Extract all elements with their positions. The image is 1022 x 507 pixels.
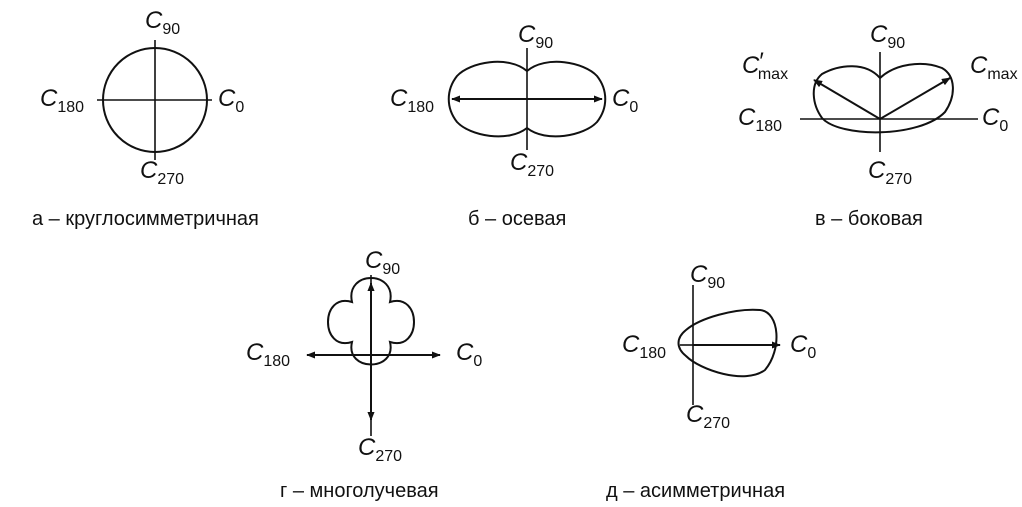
diagram-axial: C90 C0 C180 C270 б – осевая	[390, 21, 638, 230]
label-c90: C90	[870, 21, 905, 52]
label-c270: C270	[868, 157, 912, 188]
label-c90: C90	[690, 261, 725, 292]
caption-d: д – асимметричная	[606, 480, 785, 502]
label-c0: C0	[456, 339, 482, 370]
polar-curve-asymmetric	[677, 308, 778, 378]
arrow-cmax	[879, 77, 951, 120]
diagram-asymmetric: C90 C0 C180 C270 д – асимметричная	[606, 261, 816, 502]
label-c90: C90	[145, 7, 180, 38]
label-cmax-prime: C′max	[742, 48, 788, 83]
polar-curve-quatrefoil	[327, 277, 415, 366]
arrow-cmax-prime	[813, 79, 881, 120]
label-c0: C0	[218, 85, 244, 116]
label-c90: C90	[518, 21, 553, 52]
diagram-multibeam: C90 C0 C180 C270 г – многолучевая	[246, 247, 482, 502]
diagram-lateral: C90 C0 C180 C270 Cmax C′max в – боковая	[738, 21, 1018, 230]
caption-g: г – многолучевая	[280, 480, 439, 502]
label-c270: C270	[510, 149, 554, 180]
label-c270: C270	[358, 434, 402, 465]
label-c180: C180	[40, 85, 84, 116]
label-c0: C0	[612, 85, 638, 116]
caption-b: б – осевая	[468, 208, 566, 230]
caption-a: а – круглосимметричная	[32, 208, 259, 230]
label-c180: C180	[622, 331, 666, 362]
label-c180: C180	[738, 104, 782, 135]
label-c0: C0	[790, 331, 816, 362]
label-c270: C270	[686, 401, 730, 432]
label-c180: C180	[390, 85, 434, 116]
label-c270: C270	[140, 157, 184, 188]
caption-v: в – боковая	[815, 208, 923, 230]
label-c0: C0	[982, 104, 1008, 135]
polar-curve-lateral	[812, 62, 954, 134]
label-cmax: Cmax	[970, 52, 1018, 83]
label-c180: C180	[246, 339, 290, 370]
diagram-circular-symmetric: C90 C0 C180 C270 а – круглосимметричная	[32, 7, 259, 230]
label-c90: C90	[365, 247, 400, 278]
